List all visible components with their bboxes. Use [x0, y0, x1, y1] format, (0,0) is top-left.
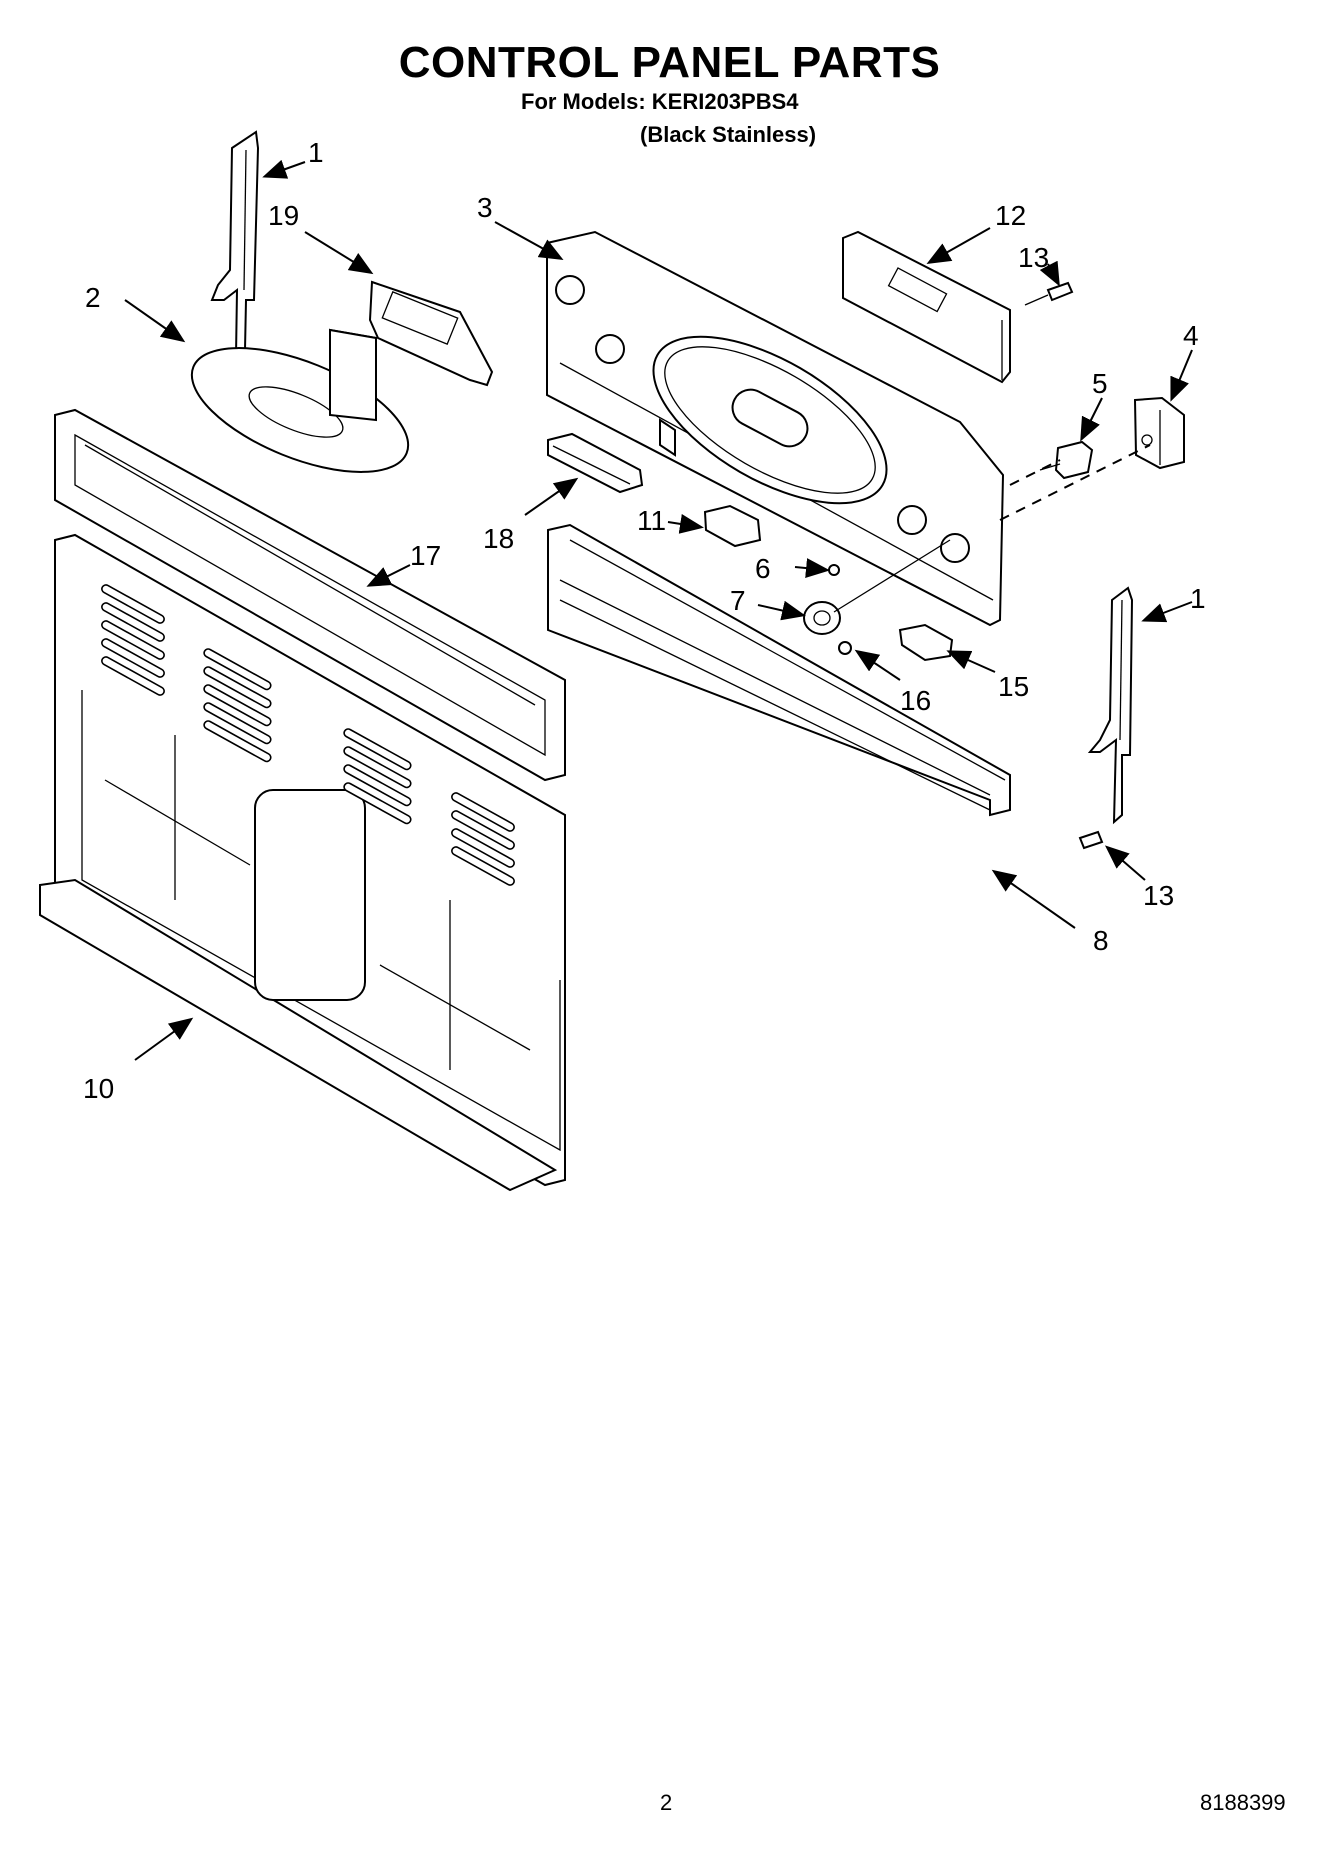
part-3-control-panel: [546, 230, 1005, 627]
part-1-right-end-cap: [1087, 586, 1134, 825]
models-line: For Models: KERI203PBS4: [521, 89, 799, 114]
part-17-vent-strip: [54, 408, 566, 782]
part-4-block: [1133, 396, 1185, 470]
callout-2: 2: [85, 282, 101, 313]
part-11-rocker-switch: [703, 504, 762, 548]
part-1-left-end-cap: [210, 130, 260, 358]
part-7-knob: [803, 539, 951, 635]
callout-18: 18: [483, 523, 514, 554]
part-10-rear-panel: [39, 533, 566, 1192]
part-16-screw: [838, 641, 852, 655]
callout-11: 11: [637, 505, 666, 536]
part-13-screw-top: [1024, 281, 1074, 306]
callout-7: 7: [730, 585, 746, 616]
callout-6: 6: [755, 553, 771, 584]
callout-1-top: 1: [308, 137, 324, 168]
callout-12: 12: [995, 200, 1026, 231]
callout-16: 16: [900, 685, 931, 716]
part-10-vents: [101, 584, 515, 886]
callout-19: 19: [268, 200, 299, 231]
callout-3: 3: [477, 192, 493, 223]
callout-4: 4: [1183, 320, 1199, 351]
callout-10: 10: [83, 1073, 114, 1104]
part-15-switch: [898, 623, 954, 662]
document-number: 8188399: [1200, 1790, 1286, 1815]
part-13-screw-bottom: [1078, 830, 1104, 850]
callout-labels: 1 19 2 3 12 13 4 5 18 11 6 7 17 1 16 15 …: [83, 137, 1206, 1104]
part-18-handle: [547, 432, 644, 494]
callout-5: 5: [1092, 368, 1108, 399]
callout-8: 8: [1093, 925, 1109, 956]
leader-lines: [124, 159, 1193, 1061]
page-title: CONTROL PANEL PARTS: [398, 38, 941, 87]
part-8-support-rail: [547, 523, 1011, 817]
callout-13-bottom: 13: [1143, 880, 1174, 911]
part-6-screw: [828, 564, 840, 576]
page-number: 2: [660, 1790, 673, 1815]
callout-13-top: 13: [1018, 242, 1049, 273]
part-2-overlay: [190, 328, 410, 473]
finish-line: (Black Stainless): [640, 122, 817, 147]
callout-15: 15: [998, 671, 1029, 702]
part-5-switch: [1039, 440, 1094, 480]
part-12-display-board: [842, 230, 1011, 384]
callout-1-right: 1: [1190, 583, 1206, 614]
callout-17: 17: [410, 540, 441, 571]
